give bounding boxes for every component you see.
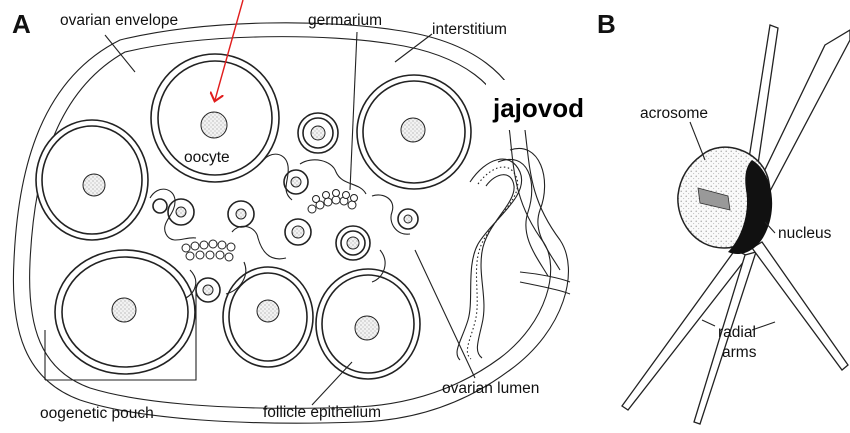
label-ovarian-lumen: ovarian lumen (442, 380, 539, 397)
label-radial-arms-2: arms (722, 344, 757, 361)
label-germarium: germarium (308, 12, 382, 29)
radial-arm-5 (752, 242, 848, 370)
label-radial-arms-1: radial (718, 324, 756, 341)
annotation-label: jajovod (492, 93, 584, 123)
panel-b-diagram: B acrosome nucleus radial arms (597, 9, 850, 424)
oviduct-coil (457, 148, 570, 360)
label-oogenetic-pouch: oogenetic pouch (40, 405, 154, 422)
label-interstitium: interstitium (432, 21, 507, 38)
germarium-cluster-upper (308, 190, 358, 214)
germarium-cluster-lower (182, 240, 235, 261)
panel-b-letter: B (597, 9, 616, 39)
label-acrosome: acrosome (640, 105, 708, 122)
label-oocyte: oocyte (184, 149, 230, 166)
panel-a-letter: A (12, 9, 31, 39)
oocyte-top-right (357, 75, 471, 189)
oocyte-left (36, 120, 148, 240)
sperm-head (678, 147, 772, 254)
label-nucleus: nucleus (778, 225, 832, 242)
oocyte-bottom-middle (223, 267, 313, 367)
label-follicle-epithelium: follicle epithelium (263, 404, 381, 421)
oocyte-bottom-right (316, 269, 420, 379)
panel-a-diagram: A ovarian envelope germarium interstitiu… (12, 9, 570, 423)
oocyte-bottom-left (55, 250, 195, 374)
label-ovarian-envelope: ovarian envelope (60, 12, 178, 29)
